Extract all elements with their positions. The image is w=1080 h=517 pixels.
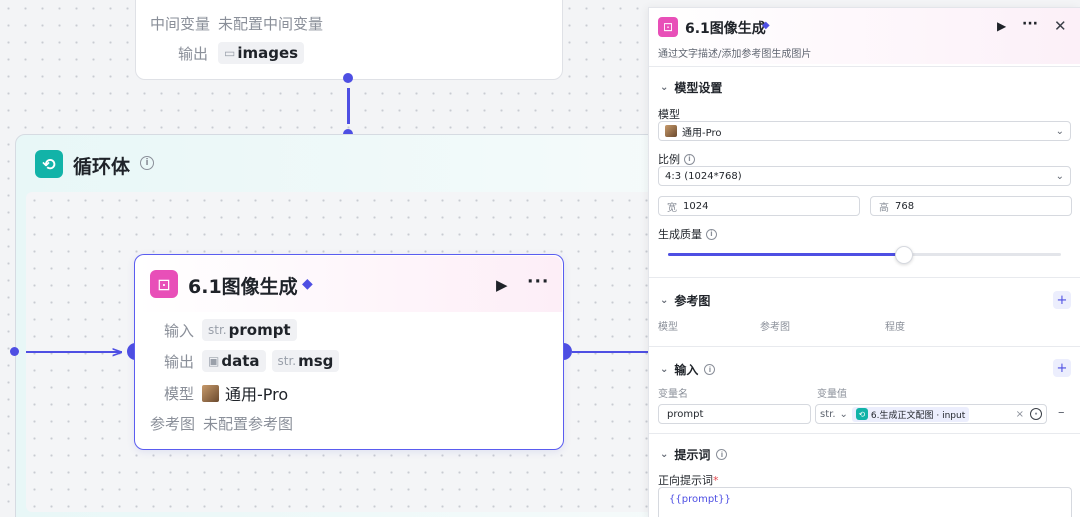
var-ref-tag[interactable]: ⟲ 6.生成正文配图 · input bbox=[851, 406, 970, 422]
divider bbox=[649, 433, 1080, 434]
type-select[interactable]: str. ⌄ bbox=[820, 408, 848, 420]
close-icon[interactable]: ✕ bbox=[1054, 17, 1067, 35]
input-section-toggle[interactable]: ⌄ 输入 i bbox=[660, 361, 716, 378]
input-col-name: 变量名 bbox=[658, 389, 688, 400]
var-name-input[interactable]: prompt bbox=[658, 404, 811, 424]
divider bbox=[649, 346, 1080, 347]
image-ref-value: 未配置参考图 bbox=[203, 415, 294, 433]
clear-icon[interactable]: × bbox=[1015, 408, 1024, 420]
upstream-output-row: 输出 ▭ images bbox=[178, 42, 305, 64]
image-model-row: 模型 通用-Pro bbox=[164, 381, 288, 405]
chevron-down-icon: ⌄ bbox=[660, 82, 669, 93]
info-icon[interactable]: i bbox=[684, 153, 695, 165]
model-select[interactable]: 通用-Pro ⌄ bbox=[658, 121, 1071, 141]
divider bbox=[649, 277, 1080, 278]
ref-col-model: 模型 bbox=[658, 322, 678, 333]
image-gen-icon: ⊡ bbox=[658, 17, 678, 37]
target-icon[interactable]: • bbox=[1030, 408, 1042, 420]
diamond-icon: ◆ bbox=[762, 20, 770, 31]
connector-line bbox=[572, 351, 648, 353]
chevron-down-icon: ⌄ bbox=[660, 449, 669, 460]
loop-icon: ⟲ bbox=[35, 150, 63, 178]
input-col-value: 变量值 bbox=[817, 389, 847, 400]
info-icon[interactable]: i bbox=[140, 156, 154, 170]
image-gen-icon: ⊡ bbox=[150, 270, 178, 298]
connector-line bbox=[26, 351, 122, 353]
image-model-label: 模型 bbox=[164, 384, 195, 403]
model-label: 模型 bbox=[658, 108, 680, 121]
quality-slider-fill bbox=[668, 253, 904, 256]
positive-prompt-label: 正向提示词* bbox=[658, 474, 719, 487]
upstream-node[interactable] bbox=[135, 0, 563, 80]
upstream-output-chip: ▭ images bbox=[218, 42, 305, 64]
more-icon[interactable]: ··· bbox=[527, 272, 550, 292]
remove-row-icon[interactable]: – bbox=[1058, 405, 1065, 420]
positive-prompt-editor[interactable]: {{prompt}} bbox=[658, 487, 1072, 517]
image-icon: ▣ bbox=[208, 354, 220, 368]
input-chip-prompt: str. prompt bbox=[202, 319, 297, 341]
output-chip-data: ▣ data bbox=[202, 350, 266, 372]
height-input[interactable]: 高 768 bbox=[870, 196, 1072, 216]
image-model-value: 通用-Pro bbox=[225, 385, 289, 404]
chevron-down-icon: ⌄ bbox=[1055, 170, 1064, 182]
width-input[interactable]: 宽 1024 bbox=[658, 196, 860, 216]
image-ref-row: 参考图 未配置参考图 bbox=[150, 413, 293, 434]
divider bbox=[649, 66, 1080, 67]
output-chip-msg: str. msg bbox=[271, 350, 340, 372]
loop-title: 循环体 bbox=[73, 156, 131, 178]
arrow-icon: > bbox=[111, 343, 124, 361]
add-input-button[interactable]: + bbox=[1053, 359, 1071, 377]
panel-subtitle: 通过文字描述/添加参考图生成图片 bbox=[658, 49, 812, 60]
chevron-down-icon: ⌄ bbox=[839, 408, 848, 420]
images-icon: ▭ bbox=[224, 46, 236, 60]
ratio-select[interactable]: 4:3 (1024*768) ⌄ bbox=[658, 166, 1071, 186]
diamond-icon: ◆ bbox=[302, 276, 313, 292]
model-avatar bbox=[665, 125, 677, 137]
prompt-section-toggle[interactable]: ⌄ 提示词 i bbox=[660, 446, 728, 463]
model-avatar bbox=[202, 384, 220, 402]
info-icon[interactable]: i bbox=[706, 228, 717, 240]
image-gen-node-header bbox=[136, 256, 562, 312]
loop-icon: ⟲ bbox=[855, 408, 868, 420]
ref-col-degree: 程度 bbox=[885, 322, 905, 333]
image-ref-label: 参考图 bbox=[150, 415, 196, 433]
ref-col-ref: 参考图 bbox=[760, 322, 790, 333]
chevron-down-icon: ⌄ bbox=[660, 364, 669, 375]
add-ref-button[interactable]: + bbox=[1053, 291, 1071, 309]
run-icon[interactable]: ▶ bbox=[997, 19, 1007, 33]
loop-start-port[interactable] bbox=[10, 347, 19, 356]
play-icon[interactable]: ▶ bbox=[496, 276, 508, 294]
panel-title: 6.1图像生成 bbox=[685, 21, 766, 37]
quality-slider-handle[interactable] bbox=[895, 246, 913, 264]
quality-label-row: 生成质量 i bbox=[658, 226, 717, 242]
more-icon[interactable]: ··· bbox=[1022, 16, 1038, 32]
chevron-down-icon: ⌄ bbox=[1055, 125, 1064, 137]
ratio-label-row: 比例 i bbox=[658, 151, 695, 167]
image-output-row: 输出 ▣ data str. msg bbox=[164, 350, 340, 372]
ref-section-toggle[interactable]: ⌄ 参考图 bbox=[660, 294, 711, 308]
panel-header bbox=[649, 8, 1080, 64]
var-value-field[interactable]: str. ⌄ ⟲ 6.生成正文配图 · input × • bbox=[815, 404, 1047, 424]
chevron-down-icon: ⌄ bbox=[660, 295, 669, 306]
mid-var-label: 中间变量 bbox=[150, 15, 211, 33]
node-config-panel bbox=[648, 7, 1080, 517]
image-input-row: 输入 str. prompt bbox=[164, 319, 297, 341]
info-icon[interactable]: i bbox=[704, 364, 716, 375]
mid-var-value: 未配置中间变量 bbox=[218, 15, 324, 33]
image-output-label: 输出 bbox=[164, 352, 195, 371]
mid-var-row: 中间变量 未配置中间变量 bbox=[150, 13, 323, 34]
model-section-toggle[interactable]: ⌄ 模型设置 bbox=[660, 81, 723, 95]
upstream-out-port[interactable] bbox=[343, 73, 353, 83]
image-input-label: 输入 bbox=[164, 321, 195, 340]
connector-line bbox=[347, 88, 350, 124]
upstream-output-label: 输出 bbox=[178, 44, 209, 63]
image-gen-node-title: 6.1图像生成 bbox=[188, 276, 298, 298]
info-icon[interactable]: i bbox=[716, 449, 728, 460]
